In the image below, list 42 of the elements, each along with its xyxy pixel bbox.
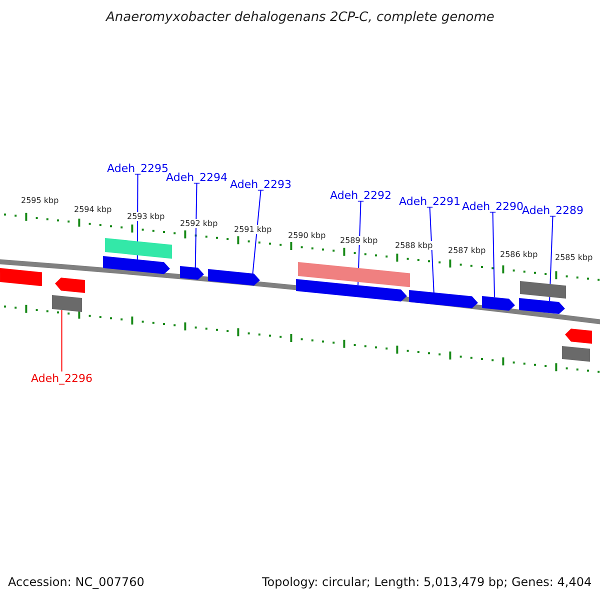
scale-label: 2594 kbp (74, 204, 112, 214)
scale-label: 2589 kbp (340, 236, 378, 244)
gene-label: Adeh_2291 (399, 194, 461, 208)
gene-block (519, 298, 565, 315)
gene-block (0, 268, 42, 286)
gene-label: Adeh_2289 (522, 204, 584, 216)
gene-block (180, 266, 204, 280)
footer-text: Accession: NC_007760 (8, 575, 144, 589)
scale-label: 2588 kbp (395, 240, 433, 250)
leader-line (194, 183, 198, 268)
scale-label: 2592 kbp (180, 218, 218, 228)
gene-block (562, 346, 590, 362)
leader-line (492, 212, 495, 298)
leader-line (252, 190, 262, 274)
gene-label: Adeh_2293 (230, 178, 292, 190)
gene-block (565, 328, 592, 344)
gene-block (208, 269, 260, 286)
footer-text: Topology: circular; Length: 5,013,479 bp; Genes: 4,404 (262, 575, 592, 589)
gene-label: Adeh_2290 (462, 200, 524, 212)
gene-block (296, 279, 407, 302)
scale-label: 2591 kbp (234, 224, 272, 234)
scale-label: 2593 kbp (127, 212, 165, 220)
gene-block (55, 277, 85, 293)
title: Anaeromyxobacter dehalogenans 2CP-C, complete genome (106, 10, 494, 25)
gene-label: Adeh_2292 (330, 188, 392, 202)
scale-label: 2587 kbp (448, 246, 486, 254)
leader-line (61, 309, 62, 372)
gene-block (482, 296, 515, 312)
gene-block (520, 281, 566, 299)
gene-label: Adeh_2295 (107, 162, 169, 174)
leader-line (429, 207, 434, 293)
scale-label: 2595 kbp (21, 196, 59, 204)
gene-block (105, 238, 172, 259)
gene-block (103, 256, 170, 275)
gene-label: Adeh_2296 (31, 372, 93, 384)
gene-block (409, 290, 478, 309)
gene-block (52, 295, 82, 312)
gene-label: Adeh_2294 (166, 170, 228, 184)
scale-label: 2586 kbp (500, 250, 538, 258)
scale-label: 2585 kbp (555, 252, 593, 262)
scale-label: 2590 kbp (288, 230, 326, 240)
gene-block (298, 262, 410, 288)
